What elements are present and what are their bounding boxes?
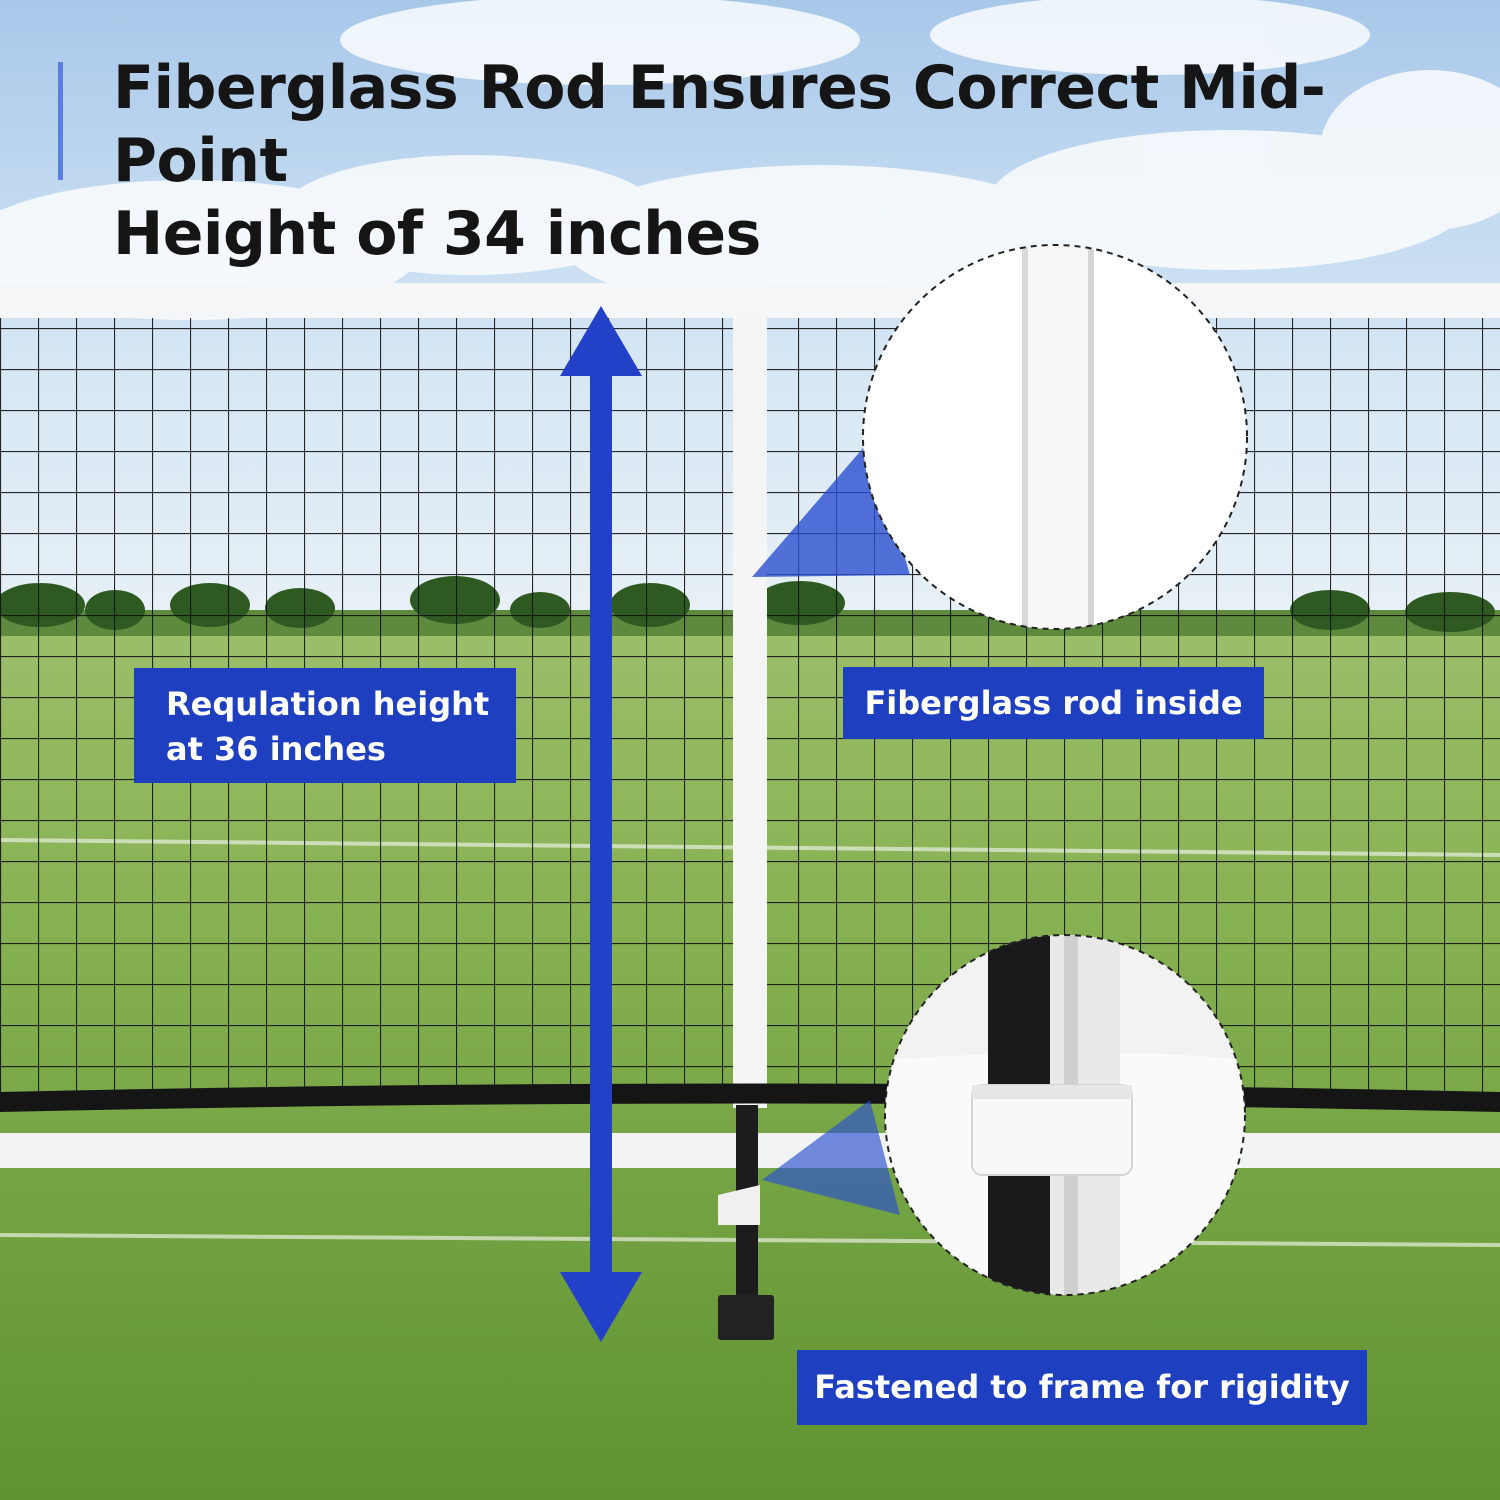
- post-strap: [718, 1185, 760, 1225]
- regulation-line-2: at 36 inches: [166, 730, 386, 768]
- post-base: [718, 1295, 774, 1340]
- fiberglass-rod-label: Fiberglass rod inside: [843, 667, 1264, 739]
- net-top-band: [0, 283, 1500, 318]
- title-line-2: Height of 34 inches: [113, 199, 761, 269]
- zoom-circle-fiberglass-rod-icon: [862, 244, 1248, 630]
- center-strap: [733, 318, 767, 1108]
- title-line-1: Fiberglass Rod Ensures Correct Mid-Point: [113, 53, 1326, 196]
- double-headed-arrow-icon: [560, 306, 642, 1342]
- fastened-frame-label: Fastened to frame for rigidity: [797, 1350, 1367, 1425]
- title-accent-bar: [58, 62, 63, 180]
- regulation-height-label: Requlation height at 36 inches: [134, 668, 516, 783]
- zoom-connector-bottom: [762, 1100, 900, 1215]
- zoom-circle-velcro-strap-icon: [884, 934, 1246, 1296]
- page-title: Fiberglass Rod Ensures Correct Mid-Point…: [113, 52, 1443, 271]
- regulation-line-1: Requlation height: [166, 685, 490, 723]
